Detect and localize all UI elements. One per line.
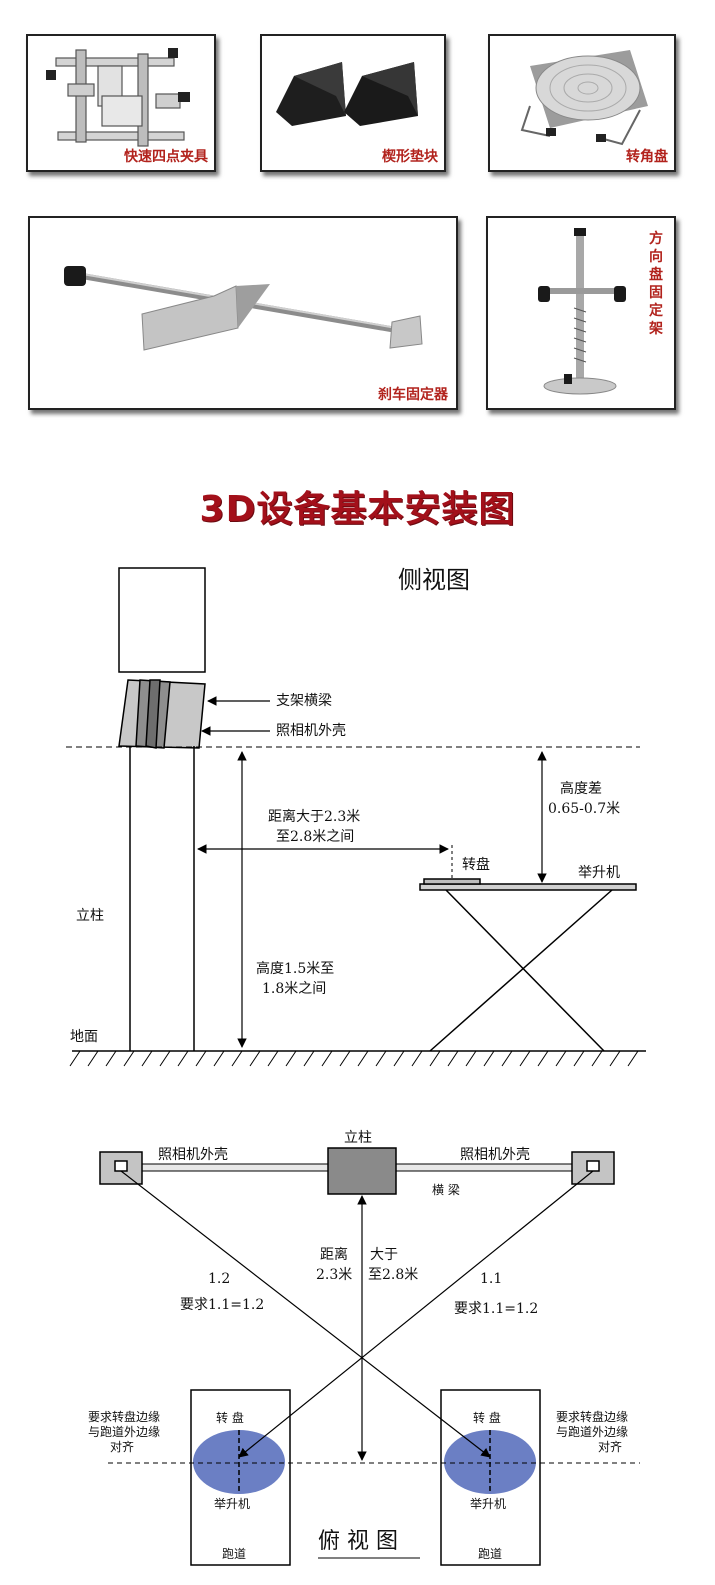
brake-holder-image — [64, 266, 423, 351]
label-height-diff-title: 高度差 — [560, 781, 602, 797]
top-note-right-3: 对齐 — [598, 1440, 623, 1454]
top-label-turntable-left: 转 盘 — [216, 1411, 244, 1425]
top-label-runway-right: 跑道 — [478, 1547, 503, 1561]
turntable-image — [520, 50, 648, 146]
wedge-image — [276, 62, 418, 126]
label-camera-housing: 照相机外壳 — [276, 723, 346, 739]
product-card-turntable: 转角盘 — [488, 34, 676, 172]
top-note-right-1: 要求转盘边缘 — [556, 1410, 629, 1424]
top-view — [99, 1147, 640, 1566]
top-label-right-num: 1.1 — [480, 1271, 503, 1287]
top-label-left-req: 要求1.1=1.2 — [180, 1297, 265, 1313]
top-label-camera-right: 照相机外壳 — [460, 1147, 530, 1163]
top-label-runway-left: 跑道 — [222, 1547, 247, 1561]
label-distance-line1: 距离大于2.3米 — [268, 809, 361, 825]
top-note-left-1: 要求转盘边缘 — [88, 1410, 161, 1424]
side-view-heading: 侧视图 — [398, 566, 470, 594]
top-column — [327, 1147, 397, 1195]
top-note-left-3: 对齐 — [110, 1440, 135, 1454]
steering-holder-image — [538, 228, 626, 395]
caption-wedge: 楔形垫块 — [382, 149, 438, 165]
top-view-heading: 俯 视 图 — [318, 1529, 398, 1554]
top-label-beam: 横 梁 — [432, 1183, 460, 1197]
label-height-line1: 高度1.5米至 — [256, 961, 335, 977]
top-note-right-2: 与跑道外边缘 — [556, 1425, 629, 1439]
top-label-right-req: 要求1.1=1.2 — [454, 1301, 539, 1317]
label-height-diff-value: 0.65-0.7米 — [548, 801, 621, 817]
top-label-lift-left: 举升机 — [214, 1497, 251, 1511]
product-card-clamp: 快速四点夹具 — [26, 34, 216, 172]
product-card-brake: 刹车固定器 — [28, 216, 458, 410]
caption-clamp: 快速四点夹具 — [124, 149, 208, 165]
label-turntable: 转盘 — [462, 857, 490, 873]
product-card-steering: 方向盘固定架 — [486, 216, 676, 410]
caption-steering: 方向盘固定架 — [649, 231, 663, 337]
camera-housing-box — [118, 567, 206, 673]
caption-brake: 刹车固定器 — [378, 387, 448, 403]
caption-turntable: 转角盘 — [626, 149, 668, 165]
turntable-plate — [423, 878, 481, 885]
top-label-dist-c: 2.3米 — [316, 1267, 353, 1283]
top-label-column: 立柱 — [344, 1130, 372, 1146]
product-card-wedge: 楔形垫块 — [260, 34, 446, 172]
label-height-line2: 1.8米之间 — [262, 981, 327, 997]
clamp-image — [46, 48, 190, 147]
label-column: 立柱 — [76, 908, 104, 924]
label-crossbeam: 支架横梁 — [276, 693, 332, 709]
top-label-dist-d: 至2.8米 — [368, 1267, 419, 1283]
lift-platform — [419, 883, 637, 891]
top-label-left-num: 1.2 — [208, 1271, 231, 1287]
label-ground: 地面 — [70, 1029, 98, 1045]
sight-line-right — [238, 1170, 594, 1458]
top-note-left-2: 与跑道外边缘 — [88, 1425, 161, 1439]
side-view — [66, 567, 646, 1067]
top-label-dist-b: 大于 — [370, 1247, 398, 1263]
page-title: 3D设备基本安装图 — [199, 489, 516, 530]
top-label-lift-right: 举升机 — [470, 1497, 507, 1511]
label-lift: 举升机 — [578, 865, 620, 881]
top-label-dist-a: 距离 — [320, 1247, 348, 1263]
label-distance-line2: 至2.8米之间 — [276, 829, 355, 845]
top-label-turntable-right: 转 盘 — [473, 1411, 501, 1425]
top-label-camera-left: 照相机外壳 — [158, 1147, 228, 1163]
sight-line-left — [120, 1170, 491, 1458]
